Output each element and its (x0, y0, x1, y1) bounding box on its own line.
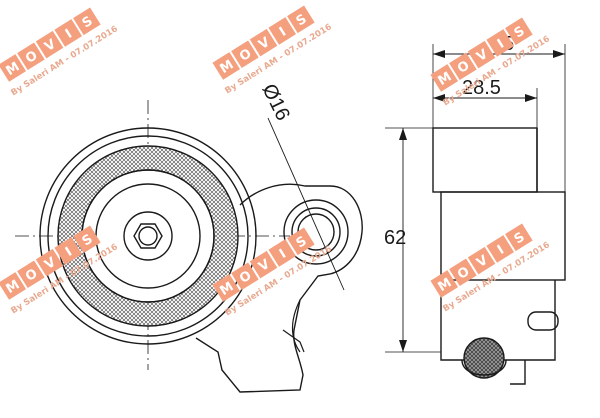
watermark-letter-box (35, 248, 64, 277)
side-slot (527, 311, 559, 331)
watermark-letter-box (249, 28, 278, 57)
pulley-outer-rim (39, 127, 257, 345)
hex-nut (133, 223, 163, 249)
watermark-letter-box (249, 250, 278, 279)
watermark-letter-box (0, 54, 27, 82)
dim-62-label: 62 (384, 227, 406, 249)
watermark-letter-box (212, 274, 241, 302)
watermark-letter-box (449, 52, 477, 81)
watermark-letter-box (268, 17, 296, 45)
tensioner-arm (195, 183, 363, 393)
watermark-letter-box (430, 64, 459, 92)
pulley-outer-rim-inner (47, 135, 249, 337)
watermark-letter-box (486, 235, 514, 263)
watermark-letter-box (17, 260, 45, 289)
watermark-letter-box (212, 52, 241, 80)
watermark-letter-box (505, 17, 533, 46)
front-view (15, 100, 363, 393)
idler-boss (291, 207, 341, 257)
watermark-letter-box (17, 42, 45, 71)
watermark-letter-box (231, 262, 259, 291)
side-view (385, 44, 566, 385)
watermark-letter-box (73, 7, 101, 36)
watermark-letter-box (486, 29, 514, 57)
diameter-leader (267, 117, 345, 291)
side-main-body (440, 191, 566, 281)
watermark-letter-box (73, 225, 101, 254)
watermark-letter-box (505, 223, 533, 252)
nut-bore (138, 226, 158, 246)
watermark-letter-box (54, 19, 82, 47)
watermark-letter-box (54, 237, 82, 265)
watermark-letter-box (268, 239, 296, 267)
watermark-letter-box (287, 227, 315, 256)
watermark-letter-box (467, 246, 496, 275)
dim-28-5-label: 28.5 (462, 77, 501, 99)
side-upper-body (432, 127, 538, 193)
watermark-letter-box (287, 5, 315, 34)
watermark-letter-box (0, 272, 27, 300)
watermark-letter-box (467, 40, 496, 69)
watermark-letter-box (35, 30, 64, 59)
side-stud (463, 337, 505, 379)
watermark-letter-box (430, 270, 459, 298)
diameter-label: Ø16 (258, 81, 294, 125)
watermark-letter-box (231, 40, 259, 69)
watermark-letter-box (449, 258, 477, 287)
idler-boss-outer (283, 199, 349, 265)
